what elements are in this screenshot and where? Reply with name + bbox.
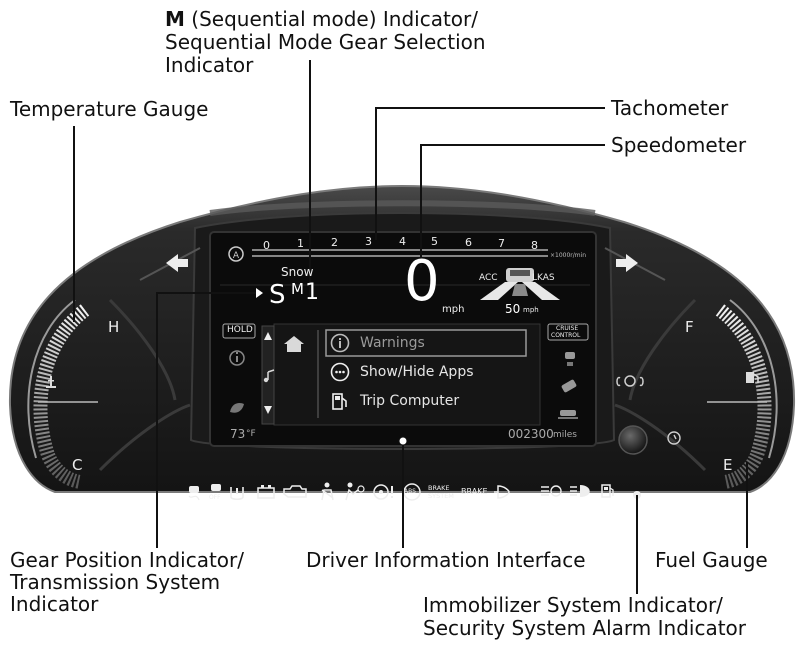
apps-icon [330, 362, 350, 382]
acc-label: ACC [479, 273, 498, 283]
speed-value: 0 [404, 249, 440, 314]
brake-system-label-2: SYSTEM [428, 492, 454, 500]
callout-immobilizer-line1: Immobilizer System Indicator/ [423, 593, 723, 617]
gear-s-indicator: S [269, 280, 286, 310]
tach-tick: 8 [531, 239, 538, 252]
sequential-gear-number: 1 [305, 280, 319, 305]
callout-m-indicator-line2: Sequential Mode Gear Selection [165, 30, 486, 54]
outside-temp-unit: °F [246, 429, 256, 439]
tach-tick: 1 [297, 237, 304, 250]
vsa-off-icon [211, 484, 221, 491]
auto-idle-stop-icon: A [228, 246, 244, 262]
callout-temperature-gauge: Temperature Gauge [10, 97, 209, 121]
fuel-pump-icon [330, 391, 350, 411]
menu-item-warnings[interactable]: Warnings [330, 329, 526, 357]
callout-m-letter: M [165, 7, 185, 31]
sequential-mode-m-indicator: M [291, 280, 304, 298]
brake-system-label-1: BRAKE [428, 484, 450, 492]
menu-item-show-hide-apps[interactable]: Show/Hide Apps [330, 358, 526, 386]
outside-temp-value: 73 [230, 427, 246, 441]
auto-high-beam-icon [541, 485, 562, 497]
temp-high-label: H [108, 318, 120, 336]
vsa-icon [188, 486, 200, 501]
fog-light-icon [494, 485, 510, 499]
fuel-pump-gauge-icon [746, 372, 759, 383]
drive-mode-label: Snow [281, 265, 314, 279]
left-turn-signal-icon [166, 254, 188, 272]
info-icon [330, 333, 350, 353]
temperature-gauge-arc [27, 298, 191, 489]
fuel-gauge-arc [614, 298, 778, 489]
odometer-value: 002300 [508, 427, 554, 441]
brake-label: BRAKE [461, 487, 488, 496]
callout-speedometer: Speedometer [611, 133, 747, 157]
callout-m-indicator: M (Sequential mode) Indicator/ [165, 8, 478, 31]
high-beam-icon [570, 485, 590, 497]
svg-text:A: A [233, 251, 240, 261]
vehicle-distance-icon [565, 352, 575, 366]
power-steering-icon [373, 484, 393, 500]
set-speed-value: 50 [505, 302, 521, 316]
tachometer-scale [252, 249, 548, 257]
low-fuel-icon [601, 484, 614, 498]
music-icon[interactable] [263, 369, 275, 383]
tpms-icon [667, 431, 681, 445]
lkas-lane-icon [480, 268, 560, 300]
speed-unit: mph [442, 304, 465, 315]
display-select-knob [618, 425, 648, 455]
telltale-row [188, 482, 641, 501]
set-speed-unit: mph [523, 306, 539, 314]
cruise-control-label-1: CRUISE [556, 325, 579, 332]
callout-tachometer: Tachometer [611, 96, 729, 120]
leader-lines [73, 60, 748, 594]
menu-selection-highlight [325, 329, 527, 357]
info-icon [229, 350, 245, 366]
lkas-label: LKAS [532, 273, 555, 283]
fuel-full-label: F [685, 318, 694, 336]
vsa-off-label: OFF [209, 494, 221, 501]
road-departure-icon [561, 379, 577, 393]
tach-tick: 7 [498, 237, 505, 250]
charging-system-icon [257, 485, 275, 499]
seatbelt-reminder-icon [321, 482, 334, 501]
callout-gear-position-line3: Indicator [10, 592, 99, 616]
callout-m-text: (Sequential mode) Indicator/ [184, 7, 478, 31]
callout-driver-information-interface: Driver Information Interface [306, 548, 586, 572]
home-icon[interactable] [284, 336, 304, 352]
odometer-unit: miles [553, 430, 577, 440]
menu-item-label: Show/Hide Apps [360, 364, 474, 380]
tire-pressure-icon [230, 487, 244, 501]
hold-indicator: HOLD [227, 325, 253, 335]
temp-cold-label: C [72, 456, 83, 474]
right-turn-signal-icon [616, 254, 638, 272]
callout-gear-position-line1: Gear Position Indicator/ [10, 548, 244, 572]
abs-label: ABS [404, 488, 416, 495]
menu-item-label: Trip Computer [360, 393, 460, 409]
tach-unit: ×1000r/min [550, 252, 587, 259]
check-engine-icon [283, 485, 307, 498]
callout-fuel-gauge: Fuel Gauge [655, 548, 768, 572]
coolant-temperature-icon [46, 376, 56, 388]
cruise-control-label-2: CONTROL [551, 332, 581, 339]
eco-leaf-icon [230, 402, 244, 413]
callout-gear-position-line2: Transmission System [10, 570, 221, 594]
tach-tick: 5 [431, 235, 438, 248]
menu-item-label: Warnings [360, 335, 425, 351]
tach-tick: 6 [465, 236, 472, 249]
callout-m-indicator-line3: Indicator [165, 53, 254, 77]
airbag-icon [345, 482, 365, 501]
callout-immobilizer-line2: Security System Alarm Indicator [423, 616, 747, 640]
menu-item-trip-computer[interactable]: Trip Computer [330, 387, 526, 415]
tach-tick: 4 [399, 235, 406, 248]
tach-tick: 3 [365, 235, 372, 248]
tach-tick: 2 [331, 236, 338, 249]
fuel-empty-label: E [723, 456, 733, 474]
lights-on-icon [616, 375, 644, 387]
tach-tick: 0 [263, 239, 270, 252]
collision-mitigation-icon [558, 410, 578, 419]
